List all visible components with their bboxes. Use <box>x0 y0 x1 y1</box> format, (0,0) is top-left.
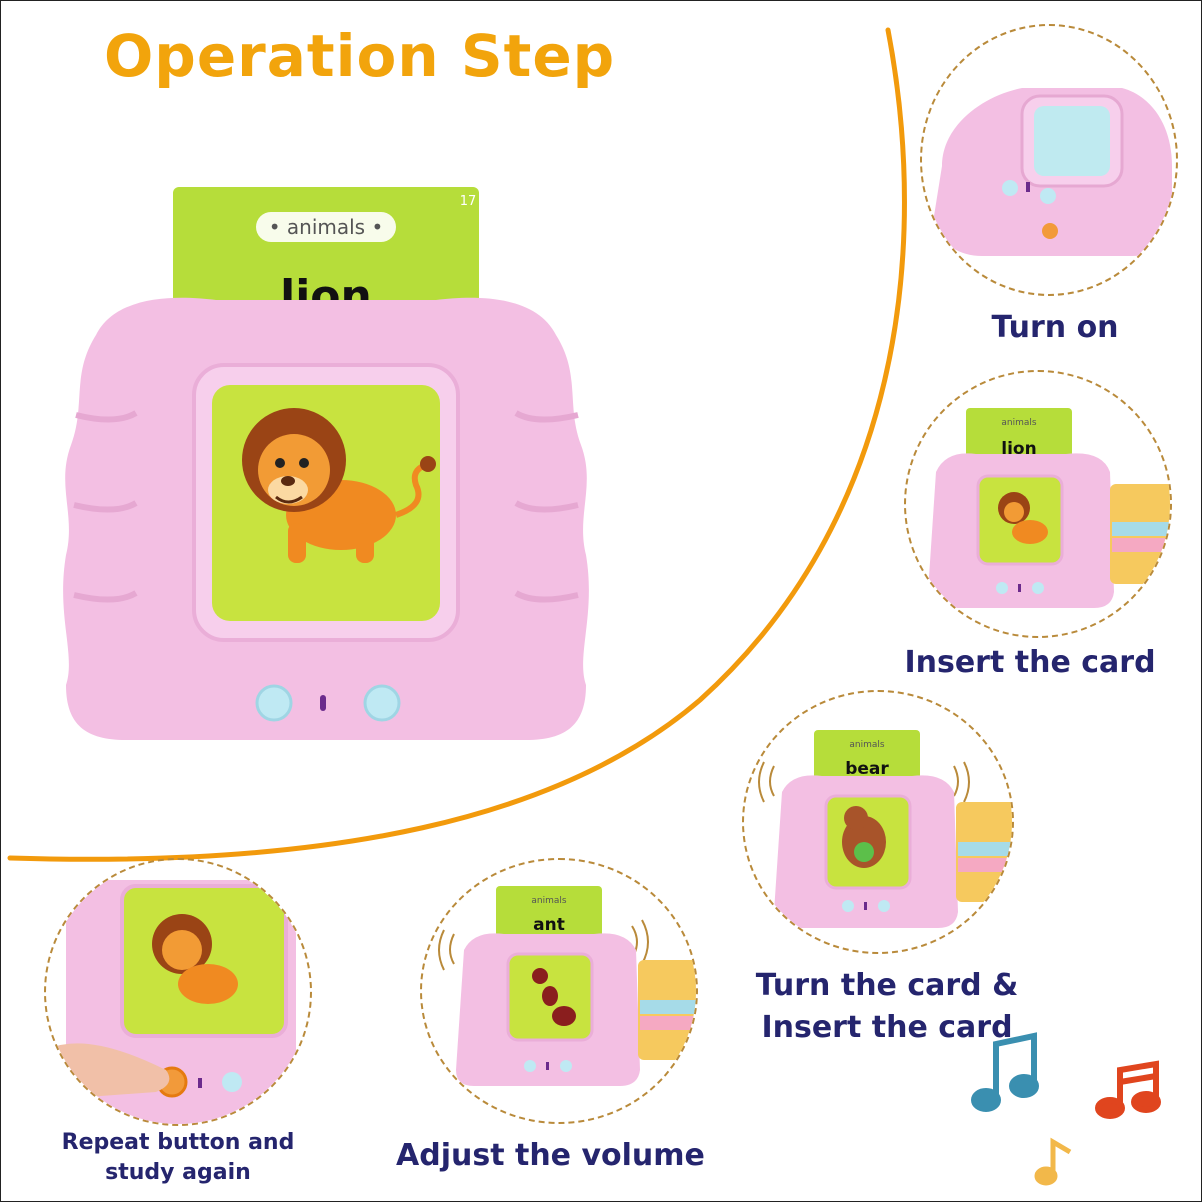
step-repeat-caption-line2: study again <box>105 1160 251 1185</box>
insert-device: animals lion <box>928 408 1170 608</box>
turn-on-device <box>934 88 1172 256</box>
blue-music-note-icon <box>971 1032 1039 1112</box>
lion-illustration <box>242 408 436 563</box>
page-title: Operation Step <box>104 22 616 90</box>
step-volume-circle: animals ant <box>420 858 698 1124</box>
step-turn-card-caption-line1: Turn the card & <box>755 968 1019 1003</box>
turn-card-category: animals <box>849 740 885 750</box>
repeat-device <box>46 880 296 1124</box>
music-notes-decoration <box>971 1032 1161 1186</box>
volume-device: animals ant <box>438 886 696 1086</box>
main-device: • animals • lion 17 <box>63 187 589 740</box>
step-turn-on-caption: Turn on <box>991 310 1119 345</box>
step-volume-caption: Adjust the volume <box>396 1138 705 1173</box>
volume-card-word: ant <box>533 915 565 935</box>
turn-card-word: bear <box>845 759 889 779</box>
step-turn-on-circle <box>920 24 1178 296</box>
yellow-music-note-icon <box>1034 1137 1072 1186</box>
volume-button <box>363 684 401 722</box>
volume-card-category: animals <box>531 896 567 906</box>
main-card-category: • animals • <box>269 215 384 239</box>
repeat-button <box>255 684 293 722</box>
step-turn-card-caption-line2: Insert the card <box>761 1010 1013 1045</box>
step-repeat-circle <box>44 858 312 1126</box>
step-repeat-caption-line1: Repeat button and <box>61 1130 295 1155</box>
red-music-note-icon <box>1095 1060 1161 1119</box>
step-insert-circle: animals lion <box>904 370 1172 638</box>
step-turn-card-circle: animals bear <box>742 690 1014 954</box>
step-insert-caption: Insert the card <box>904 645 1156 680</box>
main-card-number: 17 <box>460 194 477 209</box>
turn-card-device: animals bear <box>758 730 1012 928</box>
insert-card-category: animals <box>1001 418 1037 428</box>
